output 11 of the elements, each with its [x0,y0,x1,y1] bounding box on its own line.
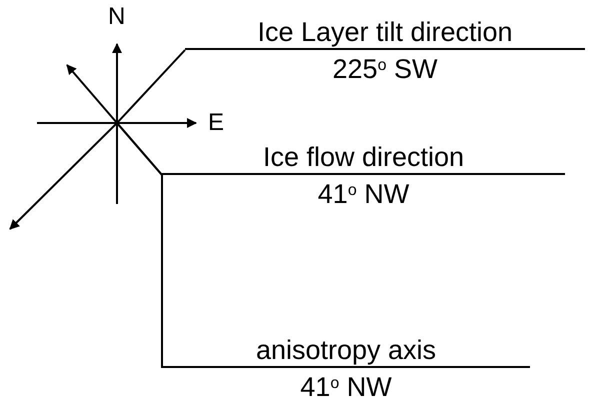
direction-label: anisotropy axis [162,334,530,368]
angle-value: 41$^{o}$ NW [299,371,393,403]
leader-line [116,49,186,124]
compass-drawing [9,43,197,230]
compass-point-label: E [208,110,224,136]
direction-label: Ice Layer tilt direction [185,16,585,50]
direction-label: Ice flow direction [162,141,565,175]
angle-value: 225$^{o}$ SW [332,53,438,85]
compass-point-label: N [108,4,126,30]
angle-value: 41$^{o}$ NW [316,178,410,210]
leader-line [116,122,163,368]
